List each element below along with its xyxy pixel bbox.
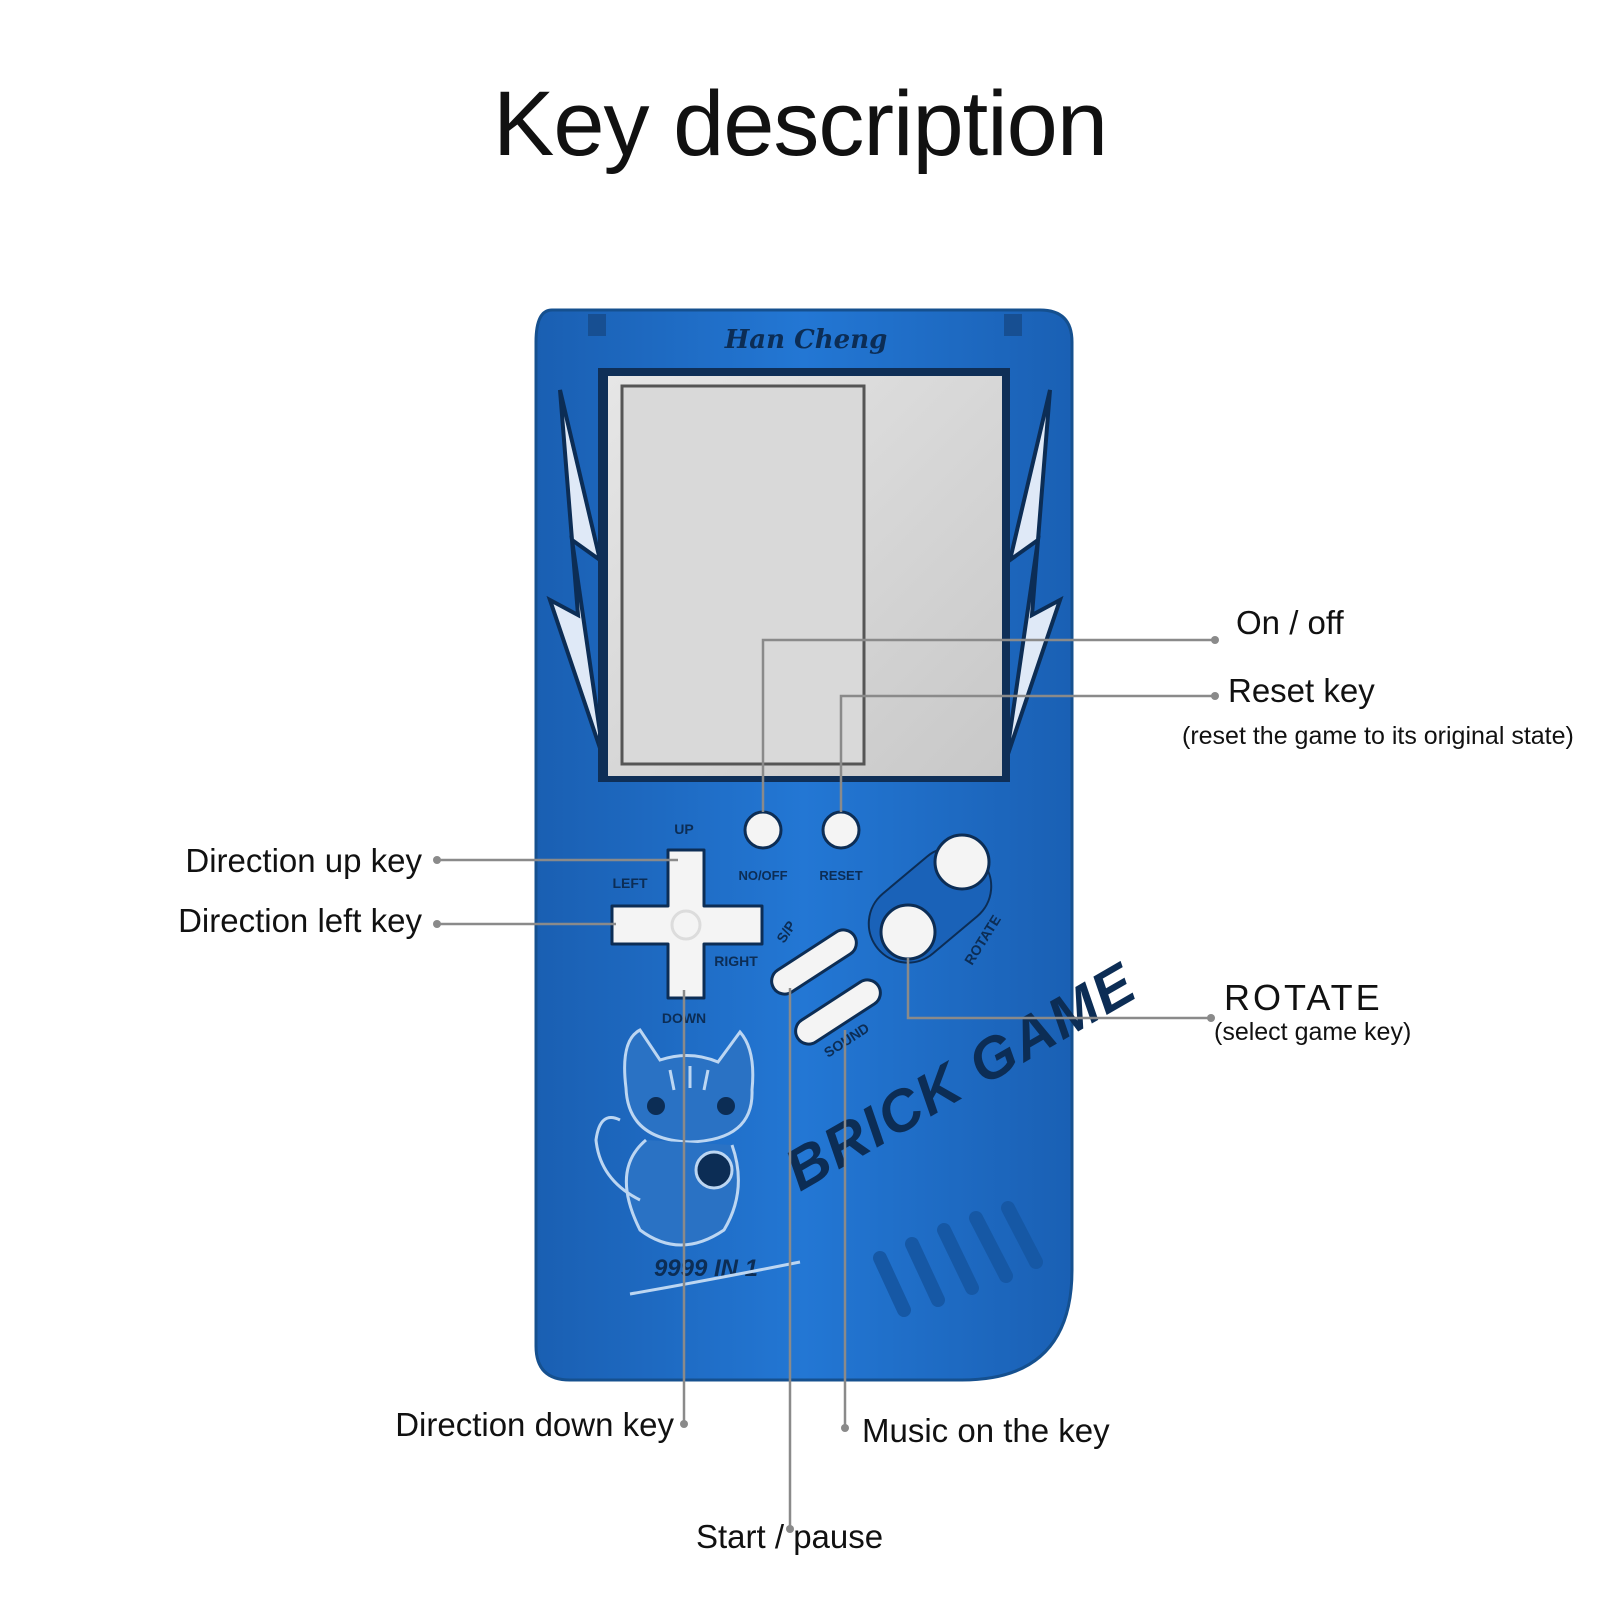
secondary-action-button[interactable] <box>933 833 991 891</box>
rotate-button[interactable] <box>879 903 937 961</box>
callout-on-off: On / off <box>1236 604 1344 641</box>
top-notch-left <box>588 314 606 336</box>
callout-reset: Reset key <box>1228 672 1375 709</box>
up-button-label: UP <box>674 821 693 837</box>
reset-button[interactable] <box>821 810 861 850</box>
left-button-label: LEFT <box>613 875 648 891</box>
brand-logo: Han Cheng <box>724 325 888 355</box>
direction-pad[interactable] <box>610 848 764 1000</box>
page-title: Key description <box>493 73 1108 175</box>
leader-lines <box>437 638 1214 1527</box>
right-button-label: RIGHT <box>714 953 758 969</box>
callout-rotate-note: (select game key) <box>1214 1018 1412 1046</box>
onoff-button-label: NO/OFF <box>738 868 787 883</box>
top-notch-right <box>1004 314 1022 336</box>
reset-button-label: RESET <box>819 868 862 883</box>
callout-reset-note: (reset the game to its original state) <box>1182 722 1574 750</box>
speaker-grille <box>873 1201 1043 1317</box>
callout-direction-left: Direction left key <box>178 902 422 939</box>
callout-music: Music on the key <box>862 1412 1110 1449</box>
callout-rotate: ROTATE <box>1224 977 1383 1018</box>
callout-start-pause: Start / pause <box>696 1518 884 1555</box>
start-pause-button[interactable] <box>767 925 862 999</box>
callout-direction-down: Direction down key <box>395 1406 674 1443</box>
screen-play-area <box>620 384 866 766</box>
model-label: 9999 IN 1 <box>654 1255 758 1282</box>
callout-direction-up: Direction up key <box>185 842 422 879</box>
direction-pad-center <box>670 909 702 941</box>
onoff-button[interactable] <box>743 810 783 850</box>
leader-onoff <box>761 638 1214 812</box>
sound-button[interactable] <box>791 975 886 1049</box>
leader-rotate <box>906 958 1210 1020</box>
leader-endpoints <box>433 636 1219 1533</box>
leader-reset <box>839 694 1214 812</box>
cat-mascot <box>594 1028 755 1247</box>
model-swoosh <box>629 1260 801 1296</box>
